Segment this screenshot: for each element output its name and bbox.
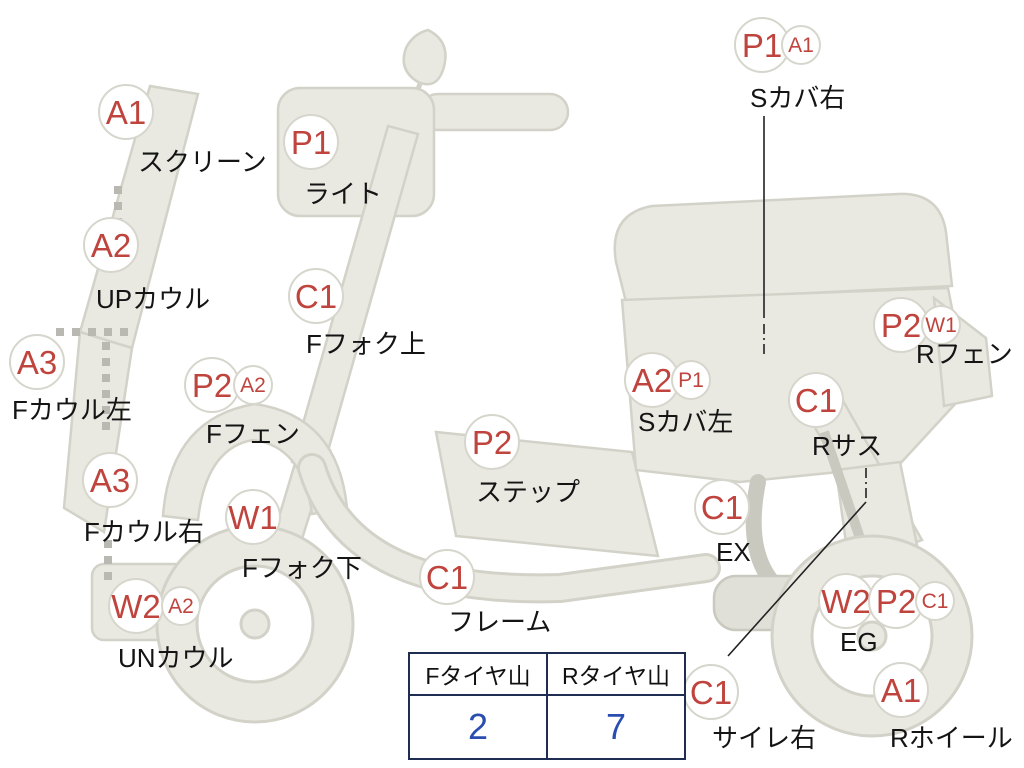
grade-badge-under-cowl: W2: [108, 578, 164, 634]
grade-badge-screen: A1: [98, 84, 154, 140]
sub-grade-badge-under-cowl: A2: [161, 586, 201, 626]
part-caption-side-cover-right: Sカバ右: [750, 83, 846, 113]
rear-shock: [819, 430, 871, 558]
part-caption-frame: フレーム: [448, 607, 552, 637]
grade-badge-side-cover-right: P1: [734, 17, 790, 73]
sub-grade-badge-side-cover-right: A1: [781, 25, 821, 65]
part-caption-engine: EG: [840, 627, 878, 657]
rear-tire-tread-value: 7: [548, 696, 684, 758]
part-caption-rear-suspension: Rサス: [812, 431, 883, 461]
part-caption-rear-wheel: Rホイール: [890, 723, 1013, 753]
part-caption-exhaust: EX: [716, 537, 751, 567]
front-fender-shape: [161, 402, 349, 522]
grade-badge-silencer-right: C1: [683, 664, 739, 720]
dotted-markers: [56, 186, 136, 586]
grade-badge-step: P2: [464, 414, 520, 470]
part-caption-screen: スクリーン: [138, 147, 267, 177]
grade-badge-frame: C1: [419, 549, 475, 605]
grade-badge-exhaust: C1: [694, 479, 750, 535]
grade-badge-engine-1: W2: [818, 573, 874, 629]
part-caption-step: ステップ: [476, 477, 581, 507]
part-caption-front-fender: Fフェン: [206, 419, 300, 449]
grade-badge-engine-2: P2: [868, 573, 924, 629]
grade-badge-side-cover-left: A2: [624, 352, 680, 408]
grade-badge-headlight: P1: [283, 114, 339, 170]
grade-badge-front-cowl-right: A3: [82, 452, 138, 508]
part-caption-silencer-right: サイレ右: [712, 723, 817, 753]
sub-grade-badge-side-cover-left: P1: [671, 360, 711, 400]
part-caption-front-cowl-left: Fカウル左: [12, 395, 132, 425]
tire-tread-table: Fタイヤ山 Rタイヤ山 2 7: [408, 652, 686, 760]
seat: [613, 192, 954, 304]
front-tire-tread-value: 2: [410, 696, 546, 758]
part-caption-front-fork-upper: Fフォク上: [306, 329, 426, 359]
part-caption-front-cowl-right: Fカウル右: [84, 517, 204, 547]
rear-tire-tread-header: Rタイヤ山: [548, 654, 684, 694]
front-wheel-shape: [155, 524, 355, 724]
grade-badge-rear-suspension: C1: [788, 372, 844, 428]
grade-badge-rear-fender: P2: [873, 297, 929, 353]
grade-badge-front-cowl-left: A3: [9, 334, 65, 390]
front-tire-tread-header: Fタイヤ山: [410, 654, 546, 694]
sub-grade-badge-rear-fender: W1: [921, 305, 961, 345]
part-caption-upper-cowl: UPカウル: [96, 284, 211, 314]
part-caption-side-cover-left: Sカバ左: [638, 407, 734, 437]
part-caption-headlight: ライト: [304, 179, 383, 209]
grade-badge-rear-wheel: A1: [873, 662, 929, 718]
mirror: [402, 28, 447, 86]
sub-grade-badge-engine: C1: [915, 581, 955, 621]
frame-tube: [300, 456, 718, 601]
leader-lines: [727, 116, 867, 657]
handlebar: [418, 92, 570, 132]
side-cowl-panel: [62, 330, 134, 535]
sub-grade-badge-front-fender: A2: [233, 365, 273, 405]
leader-silencer: [727, 501, 867, 657]
grade-badge-front-fork-upper: C1: [288, 268, 344, 324]
part-caption-rear-fender: Rフェン: [916, 339, 1013, 369]
grade-badge-upper-cowl: A2: [83, 217, 139, 273]
grade-badge-front-fender: P2: [184, 357, 240, 413]
part-caption-under-cowl: UNカウル: [118, 643, 234, 673]
grade-badge-front-fork-lower: W1: [225, 489, 281, 545]
part-caption-front-fork-lower: Fフォク下: [242, 553, 362, 583]
